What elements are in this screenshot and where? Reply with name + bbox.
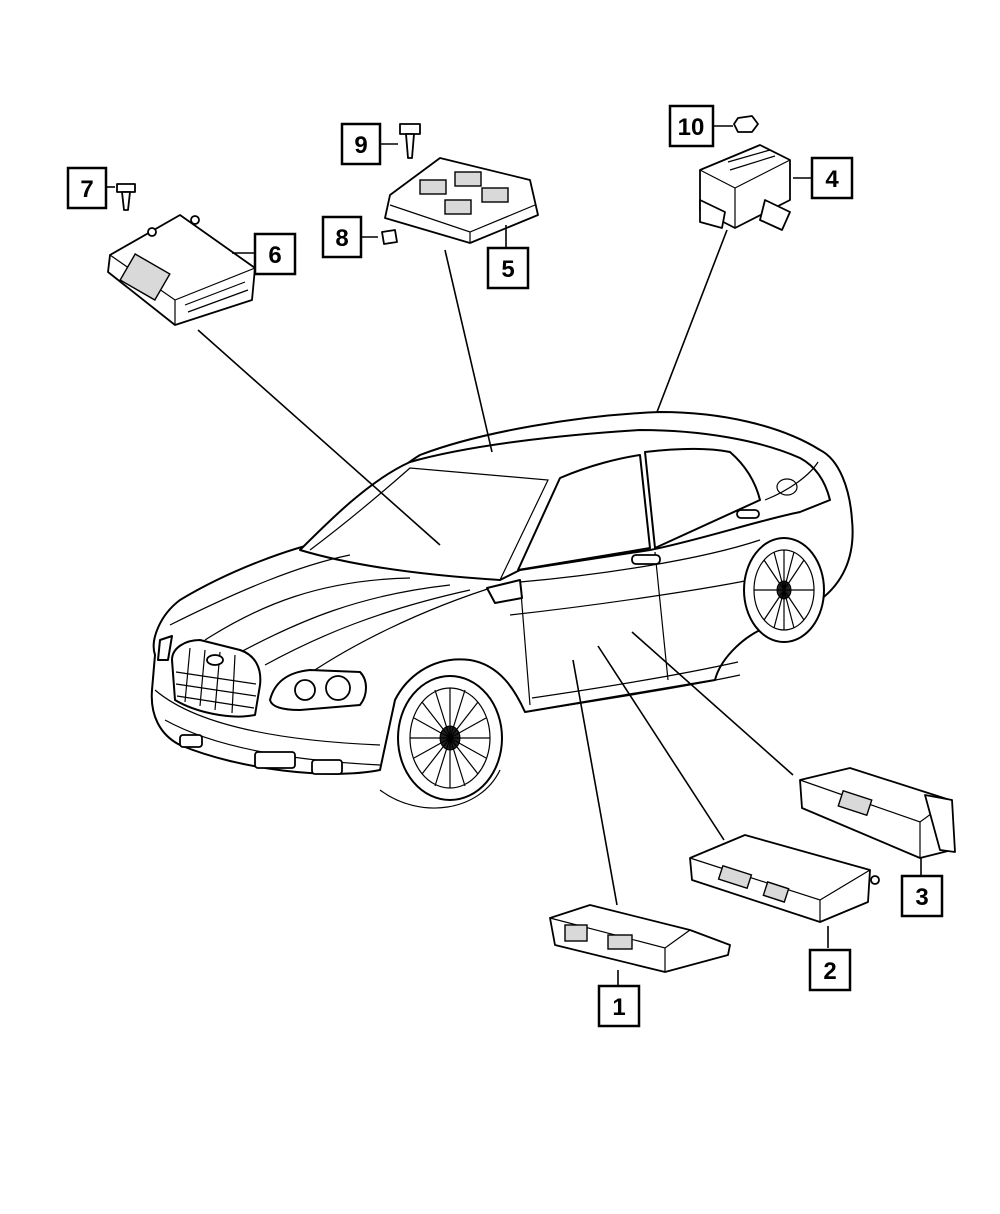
callout-9-label: 9 [354,132,367,159]
callout-2-label: 2 [823,958,836,985]
callout-5-label: 5 [501,256,514,283]
callout-10: 10 [668,104,715,148]
callout-4-label: 4 [825,166,839,193]
callout-6-label: 6 [268,242,281,269]
callout-7: 7 [66,166,108,210]
leader-lines [106,125,922,985]
part-9-bolt [399,123,421,159]
part-10-nut [733,115,759,133]
callout-2: 2 [808,948,852,992]
callout-8-label: 8 [335,225,348,252]
rear-wheel [743,537,825,643]
part-7-screw [116,183,136,211]
callout-8: 8 [321,215,363,259]
callout-7-label: 7 [80,176,93,203]
callout-3: 3 [900,874,944,918]
part-4-sensor [699,144,791,231]
front-wheel [397,675,503,801]
callout-1-label: 1 [612,994,625,1021]
part-3-module [799,767,956,859]
callout-5: 5 [486,246,530,290]
car-illustration [150,411,854,809]
callout-6: 6 [253,232,297,276]
part-8-nut [381,229,398,245]
callout-9: 9 [340,122,382,166]
callout-1: 1 [597,984,641,1028]
callout-10-label: 10 [678,114,705,141]
part-1-module [549,904,731,973]
part-2-module [689,834,880,923]
callout-3-label: 3 [915,884,928,911]
callout-4: 4 [810,156,854,200]
part-5-module [384,157,539,244]
part-6-module [107,214,256,326]
